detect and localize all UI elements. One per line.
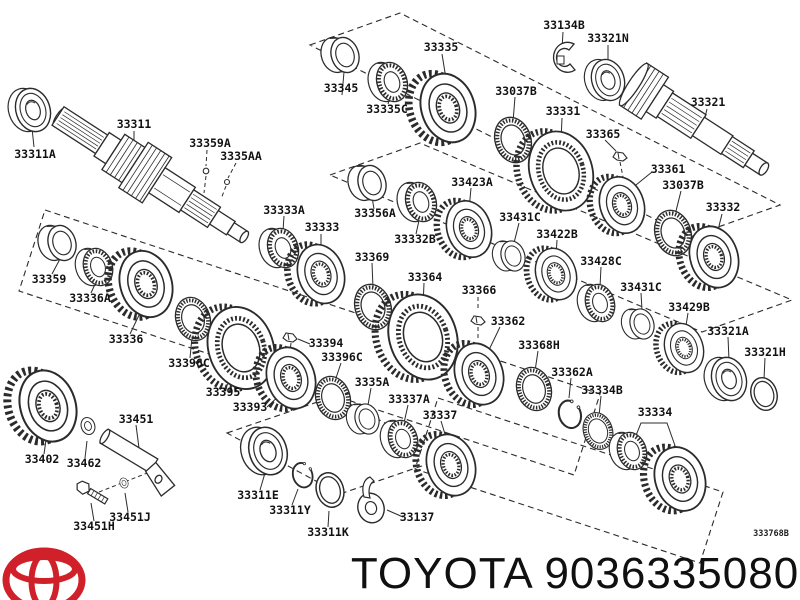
part-label-33333: 33333 <box>305 220 340 234</box>
part-label-33365: 33365 <box>586 127 621 141</box>
part-label-33429b: 33429B <box>668 300 710 314</box>
part-label-33311e: 33311E <box>237 488 279 502</box>
part-label-33361: 33361 <box>651 162 686 176</box>
part-label-33333a: 33333A <box>263 203 305 217</box>
part-glyph-33137 <box>357 476 385 524</box>
part-label-33332: 33332 <box>706 200 741 214</box>
part-glyph-33451 <box>98 428 176 498</box>
part-glyph-33321 <box>618 62 770 176</box>
part-glyph-33462 <box>78 415 98 437</box>
part-glyph-33336 <box>100 241 181 328</box>
part-label-33037b-2: 33037B <box>662 178 704 192</box>
part-label-33428c: 33428C <box>580 254 622 268</box>
part-label-33462: 33462 <box>67 456 102 470</box>
part-label-33134b: 33134B <box>543 18 585 32</box>
part-label-33331: 33331 <box>546 104 581 118</box>
dashed-leader-lines <box>98 149 624 493</box>
part-label-33422b: 33422B <box>536 227 578 241</box>
part-label-33337: 33337 <box>423 408 458 422</box>
part-glyph-33451h <box>76 480 109 505</box>
part-label-33368h: 33368H <box>518 338 560 352</box>
part-label-33037b: 33037B <box>495 84 537 98</box>
part-label-33402: 33402 <box>25 452 60 466</box>
part-label-33362a: 33362A <box>551 365 593 379</box>
part-label-33311: 33311 <box>117 117 152 131</box>
part-label-33394: 33394 <box>309 336 344 350</box>
part-label-33431c: 33431C <box>499 210 541 224</box>
part-label-3335a: 3335A <box>355 375 390 389</box>
part-glyph-33429b <box>650 316 710 380</box>
part-glyph-33311a <box>1 80 57 140</box>
part-label-33311a: 33311A <box>14 147 56 161</box>
part-glyph-33368h <box>509 360 559 418</box>
part-label-33359a: 33359A <box>189 136 231 150</box>
part-label-33345: 33345 <box>324 81 359 95</box>
part-glyph-33311y <box>288 459 318 491</box>
part-label-33321h: 33321H <box>744 345 786 359</box>
part-label-33451j: 33451J <box>109 510 151 524</box>
part-label-33336a: 33336A <box>69 291 111 305</box>
part-label-33321n: 33321N <box>587 31 629 45</box>
part-glyph-33362a <box>554 396 587 432</box>
part-label-33451: 33451 <box>119 412 154 426</box>
part-label-33311y: 33311Y <box>269 503 311 517</box>
part-label-33335: 33335 <box>424 40 459 54</box>
part-label-33366: 33366 <box>462 283 497 297</box>
part-glyph-33394 <box>282 332 298 343</box>
part-glyph-33428c <box>570 276 622 330</box>
part-label-33356a: 33356A <box>354 206 396 220</box>
part-label-33451h: 33451H <box>73 519 115 533</box>
brand-footer: TOYOTA 9036335080 <box>2 547 799 600</box>
part-glyph-33422b <box>520 240 583 307</box>
part-label-33321a: 33321A <box>707 324 749 338</box>
part-glyph-33337a <box>373 412 425 466</box>
part-label-3335aa: 3335AA <box>220 149 262 163</box>
part-glyph-33311k <box>311 468 349 512</box>
part-labels: 33311A 33311 33359A 3335AA 33345 33335C … <box>14 18 789 539</box>
part-label-33332b: 33332B <box>394 232 436 246</box>
part-label-33393: 33393 <box>233 400 268 414</box>
part-label-33362: 33362 <box>491 314 526 328</box>
part-glyph-33134b <box>552 41 576 73</box>
part-glyph-33337 <box>408 425 483 505</box>
part-glyph-33335c <box>361 53 415 111</box>
diagram-footer-code: 333768B <box>753 529 789 539</box>
toyota-logo-icon <box>2 547 86 600</box>
part-label-33396c-2: 33396C <box>321 350 363 364</box>
brand-title: TOYOTA 9036335080 <box>351 549 799 598</box>
part-label-33321: 33321 <box>691 95 726 109</box>
part-label-33395: 33395 <box>206 385 241 399</box>
part-glyph-33402 <box>0 359 85 452</box>
part-glyph-33451j <box>118 476 130 490</box>
part-glyph-33311e <box>233 419 295 483</box>
part-label-33311k: 33311K <box>307 525 349 539</box>
part-label-33334b: 33334B <box>581 383 623 397</box>
part-label-33337a: 33337A <box>388 392 430 406</box>
part-glyph-33356a <box>342 158 392 208</box>
part-label-33364: 33364 <box>408 270 443 284</box>
part-glyph-33334-rear <box>636 437 714 521</box>
part-label-33369: 33369 <box>355 250 390 264</box>
part-label-33359: 33359 <box>32 272 67 286</box>
part-label-33137: 33137 <box>400 510 435 524</box>
part-glyph-33431c-2 <box>617 302 659 346</box>
part-glyph-33359 <box>32 218 82 268</box>
part-label-33334: 33334 <box>638 405 673 419</box>
part-label-33336: 33336 <box>109 332 144 346</box>
part-glyph-33366 <box>470 315 486 326</box>
part-label-33431c-2: 33431C <box>620 280 662 294</box>
part-glyph-33321h <box>745 373 783 415</box>
part-glyph-33311 <box>51 105 250 244</box>
part-glyph-33423a <box>430 192 499 266</box>
part-label-33396c: 33396C <box>168 356 210 370</box>
part-glyph-33321a <box>697 349 753 409</box>
part-glyph-33335 <box>400 63 484 153</box>
part-glyph-33345 <box>315 30 365 80</box>
part-glyphs <box>0 30 783 526</box>
part-glyph-33365 <box>612 151 628 162</box>
part-glyph-33431c <box>488 234 530 278</box>
part-label-33335c: 33335C <box>366 102 408 116</box>
part-label-33423a: 33423A <box>451 175 493 189</box>
